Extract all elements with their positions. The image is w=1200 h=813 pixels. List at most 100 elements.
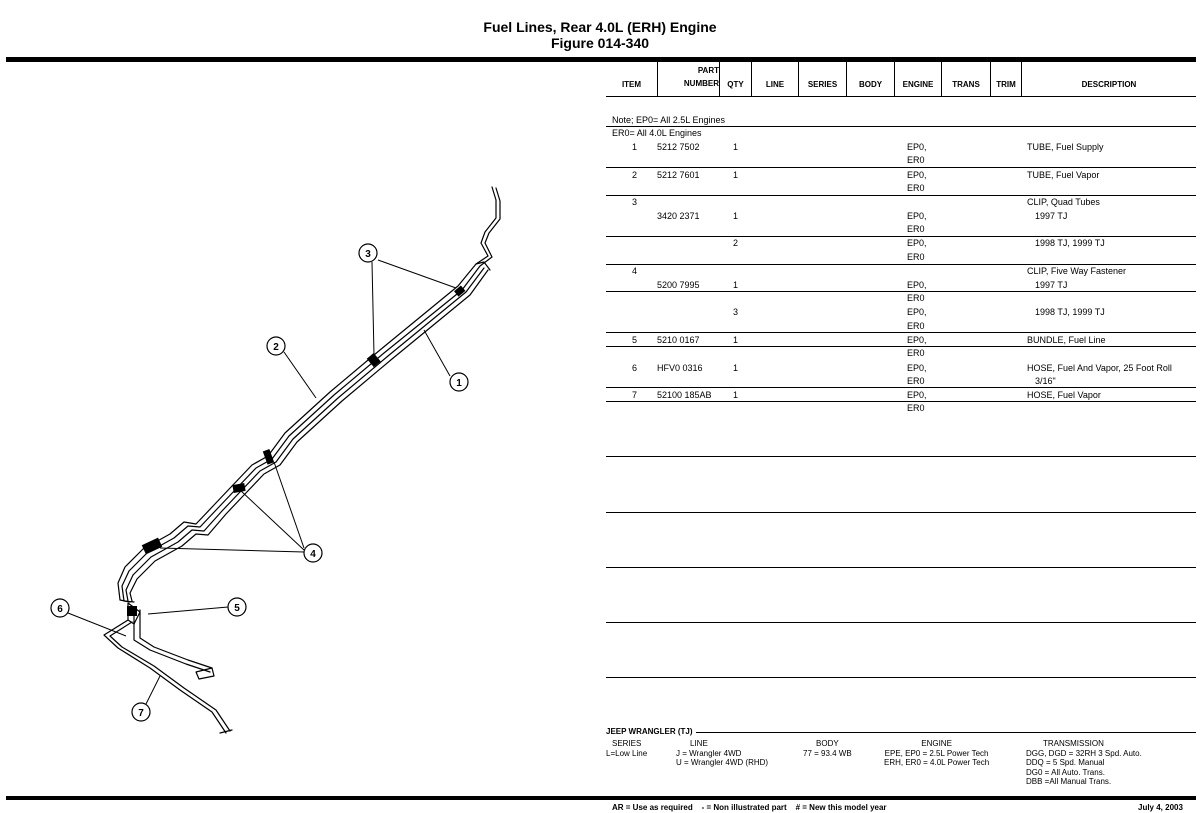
engine-heading: ENGINE [921,739,952,748]
row-description: CLIP, Five Way Fastener [1027,266,1127,276]
codes-transmission: TRANSMISSION DGG, DGD = 32RH 3 Spd. Auto… [1026,739,1142,787]
col-divider [894,62,895,96]
row-description: 1997 TJ [1035,280,1068,290]
svg-text:5: 5 [234,603,240,614]
page-title: Fuel Lines, Rear 4.0L (ERH) Engine [483,19,717,35]
col-qty: QTY [727,80,744,89]
row-rule [606,346,1196,347]
row-engine-2: ER0 [907,183,925,193]
row-rule [606,332,1196,333]
col-divider [657,62,658,96]
row-item: 5 [632,335,638,345]
row-item: 2 [632,170,638,180]
line-code: J = Wrangler 4WD [676,748,742,758]
row-qty: 1 [733,170,739,180]
row-item: 4 [632,266,638,276]
col-engine: ENGINE [902,80,934,89]
row-qty: 3 [733,307,739,317]
row-rule [606,387,1196,388]
row-engine-2: ER0 [907,224,925,234]
row-rule [606,401,1196,402]
callout-4: 4 [303,543,323,563]
row-qty: 1 [733,390,739,400]
row-part: 5212 7601 [657,170,700,180]
col-trim: TRIM [996,80,1016,89]
row-engine-2: ER0 [907,376,925,386]
row-qty: 1 [733,211,739,221]
note-ep0: Note; EP0= All 2.5L Engines [612,115,725,125]
svg-text:7: 7 [138,708,144,719]
body-code: 77 = 93.4 WB [803,748,852,758]
row-rule [606,291,1196,292]
row-engine-1: EP0, [907,211,927,221]
row-qty: 1 [733,335,739,345]
row-engine-1: EP0, [907,280,927,290]
row-item: 6 [632,363,638,373]
row-part: HFV0 0316 [657,363,703,373]
row-description: BUNDLE, Fuel Line [1027,335,1106,345]
col-trans: TRANS [952,80,980,89]
codes-line: LINE J = Wrangler 4WD U = Wrangler 4WD (… [676,739,768,768]
row-item: 3 [632,197,638,207]
row-qty: 1 [733,363,739,373]
engine-code: ERH, ER0 = 4.0L Power Tech [884,758,990,767]
row-rule [606,167,1196,168]
row-description: TUBE, Fuel Vapor [1027,170,1100,180]
trans-code: DGG, DGD = 32RH 3 Spd. Auto. [1026,748,1142,758]
figure-number: Figure 014-340 [550,35,650,51]
col-divider [1021,62,1022,96]
row-engine-1: EP0, [907,335,927,345]
body-heading: BODY [816,739,839,748]
row-part: 52100 185AB [657,390,712,400]
row-description: TUBE, Fuel Supply [1027,142,1104,152]
row-engine-1: EP0, [907,238,927,248]
trans-code: DDQ = 5 Spd. Manual [1026,758,1105,767]
callout-3: 3 [358,243,378,263]
series-heading: SERIES [612,739,642,748]
row-engine-2: ER0 [907,403,925,413]
svg-text:3: 3 [365,249,371,260]
row-part: 5200 7995 [657,280,700,290]
row-engine-1: EP0, [907,363,927,373]
row-description: HOSE, Fuel And Vapor, 25 Foot Roll [1027,363,1172,373]
row-qty: 1 [733,142,739,152]
callout-7: 7 [131,702,151,722]
blank-rule [606,677,1196,678]
row-rule [606,236,1196,237]
row-rule [606,195,1196,196]
line-heading: LINE [690,739,708,748]
row-engine-1: EP0, [907,170,927,180]
col-divider [941,62,942,96]
col-divider [798,62,799,96]
fuel-lines-diagram: 1 2 3 4 5 6 7 [50,186,501,734]
trans-code: DG0 = All Auto. Trans. [1026,767,1105,777]
row-engine-2: ER0 [907,321,925,331]
svg-text:4: 4 [310,549,316,560]
col-item: ITEM [621,80,642,89]
row-engine-2: ER0 [907,155,925,165]
blank-rule [606,512,1196,513]
col-part-bottom: NUMBER [683,78,719,88]
col-description: DESCRIPTION [1081,80,1137,89]
row-description: 1998 TJ, 1999 TJ [1035,238,1105,248]
row-part: 3420 2371 [657,211,700,221]
callout-1: 1 [449,372,469,392]
row-engine-1: EP0, [907,390,927,400]
row-part: 5212 7502 [657,142,700,152]
callout-6: 6 [50,598,70,618]
row-qty: 1 [733,280,739,290]
trans-heading: TRANSMISSION [1043,739,1104,748]
row-engine-1: EP0, [907,142,927,152]
svg-text:2: 2 [273,342,279,353]
col-divider [719,62,720,96]
codes-body: BODY 77 = 93.4 WB [803,739,852,758]
bottom-rule [6,796,1196,800]
date-text: July 4, 2003 [1138,803,1183,812]
series-code: L=Low Line [606,748,648,758]
row-engine-2: ER0 [907,348,925,358]
col-series: SERIES [807,80,838,89]
tube-vapor [121,187,501,603]
engine-code: EPE, EP0 = 2.5L Power Tech [884,748,989,758]
row-rule [606,264,1196,265]
tube-supply [117,186,497,603]
